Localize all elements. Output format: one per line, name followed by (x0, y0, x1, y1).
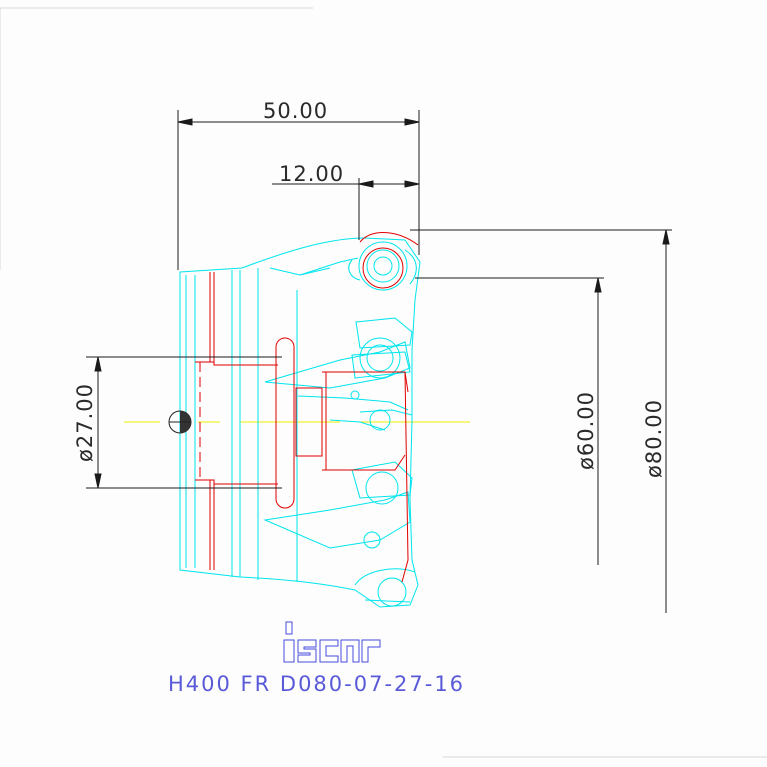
insert-2 (351, 317, 413, 379)
insert-3 (351, 409, 413, 505)
cutter-body (179, 237, 421, 608)
hidden-lines (195, 232, 419, 583)
dim-bore-diameter: ø27.00 (73, 383, 97, 462)
drawing-title: H400 FR D080-07-27-16 (168, 672, 465, 696)
dim-inner-diameter: ø60.00 (574, 391, 598, 470)
dim-insert-width: 12.00 (279, 162, 344, 186)
insert-top (348, 241, 417, 291)
bore-symbol (168, 410, 192, 434)
dim-overall-length: 50.00 (263, 99, 328, 123)
dim-outer-diameter: ø80.00 (642, 399, 666, 478)
iscar-logo (283, 621, 381, 663)
insert-bottom (354, 568, 416, 607)
dimension-lines (86, 110, 672, 613)
frame-lines (0, 7, 767, 758)
